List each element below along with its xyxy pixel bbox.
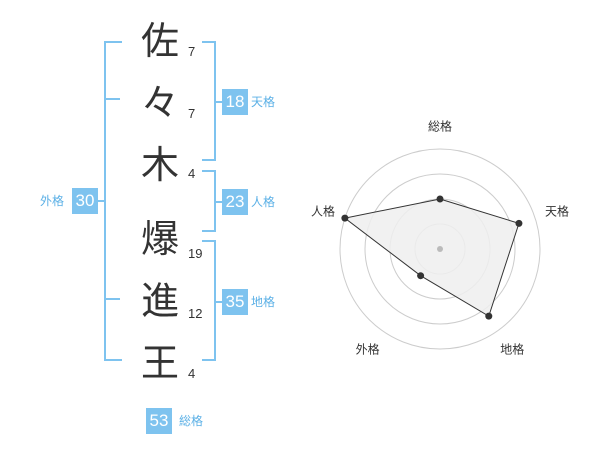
radar-axis-label-1: 総格 — [427, 119, 453, 134]
name-char-2: 々 — [140, 81, 179, 125]
jinkaku-label: 人格 — [251, 195, 276, 209]
radar-point-3 — [485, 312, 493, 320]
radar-point-4 — [417, 272, 425, 280]
radar-point-5 — [341, 214, 349, 222]
radar-point-1 — [436, 195, 444, 203]
gaikaku-label: 外格 — [40, 194, 65, 208]
name-char-4: 爆 — [140, 217, 179, 261]
stroke-count-2: 7 — [188, 106, 196, 121]
chikaku-connector — [214, 301, 222, 303]
tenkaku-value: 18 — [222, 89, 248, 115]
radar-point-2 — [515, 219, 523, 227]
radar-axis-label-4: 外格 — [355, 342, 380, 356]
chikaku-value: 35 — [222, 289, 248, 315]
radar-axis-label-3: 地格 — [500, 342, 525, 356]
radar-shape — [343, 198, 520, 317]
jinkaku-value: 23 — [222, 189, 248, 215]
name-char-6: 王 — [140, 341, 179, 385]
gaikaku-connector — [96, 200, 106, 202]
gaikaku-bracket-tick — [104, 298, 120, 300]
name-char-3: 木 — [140, 143, 179, 187]
radar-grid-ring — [364, 173, 516, 325]
chikaku-label: 地格 — [251, 295, 276, 309]
gaikaku-value: 30 — [72, 188, 98, 214]
soukaku-label: 総格 — [179, 414, 204, 428]
stroke-count-1: 7 — [188, 44, 196, 59]
stroke-count-4: 19 — [188, 246, 203, 261]
tenkaku-label: 天格 — [251, 95, 276, 109]
name-char-5: 進 — [140, 279, 179, 323]
radar-grid-ring — [339, 148, 541, 350]
radar-axis-label-2: 天格 — [544, 204, 569, 219]
chikaku-bracket — [202, 240, 216, 361]
stroke-count-3: 4 — [188, 166, 196, 181]
gaikaku-bracket-tick — [104, 98, 120, 100]
stroke-count-6: 4 — [188, 366, 196, 381]
tenkaku-connector — [214, 101, 222, 103]
jinkaku-connector — [214, 201, 222, 203]
soukaku-value: 53 — [146, 408, 172, 434]
name-char-1: 佐 — [140, 19, 179, 63]
radar-center — [437, 246, 443, 252]
radar-axis-label-5: 人格 — [311, 204, 336, 219]
stroke-count-5: 12 — [188, 306, 203, 321]
